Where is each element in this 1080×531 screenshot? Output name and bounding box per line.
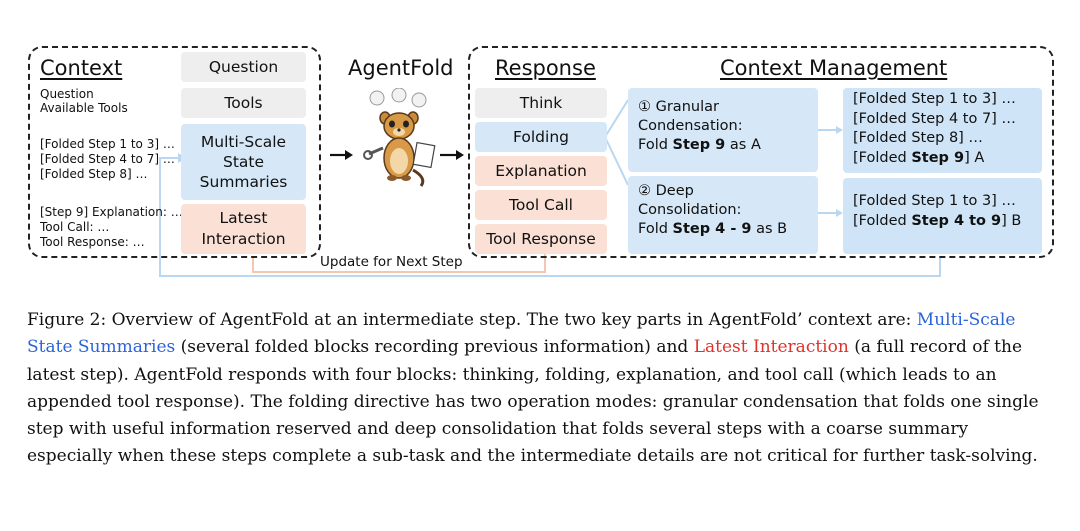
context-list-top: Question Available Tools [40,87,128,115]
agent-mascot-icon [363,88,436,187]
update-for-next-step-label: Update for Next Step [318,254,465,270]
response-heading: Response [495,56,596,80]
context-list-mid: [Folded Step 1 to 3] … [Folded Step 4 to… [40,137,175,182]
explanation-box: Explanation [475,156,607,186]
tools-box: Tools [181,88,306,118]
result-prefix: [Folded [853,213,912,229]
result-line-last: [Folded Step 9] A [853,149,1032,169]
context-line: [Folded Step 4 to 7] … [40,152,175,166]
caption-red-term: Latest Interaction [693,337,849,358]
update-loop-lines [159,99,941,277]
fold-bold: Step 4 - 9 [672,221,752,237]
context-line: [Step 9] Explanation: … [40,205,183,219]
deep-line-3: Fold Step 4 - 9 as B [638,220,808,239]
deep-result-box: [Folded Step 1 to 3] … [Folded Step 4 to… [843,178,1042,254]
tool-call-box: Tool Call [475,190,607,220]
result-line: [Folded Step 1 to 3] … [853,193,1016,209]
context-line: Tool Call: … [40,220,110,234]
context-management-heading: Context Management [720,56,948,80]
fold-suffix: as B [751,221,788,237]
granular-line-2: Condensation: [638,118,743,134]
mode-two-marker: ② [638,183,651,199]
granular-result-box: [Folded Step 1 to 3] … [Folded Step 4 to… [843,88,1042,173]
result-line: [Folded Step 8] … [853,130,983,146]
fold-suffix: as A [725,137,761,153]
folding-box: Folding [475,122,607,152]
latest-interaction-box: Latest Interaction [181,204,306,254]
fold-bold: Step 9 [672,137,726,153]
result-line: [Folded Step 4 to 7] … [853,110,1016,127]
summaries-box: Multi-Scale State Summaries [181,124,306,200]
latest-line: Latest [219,209,268,227]
caption-part-2: (several folded blocks recording previou… [175,337,694,358]
summaries-line: Summaries [199,173,288,191]
fold-prefix: Fold [638,221,673,237]
context-panel [28,46,321,258]
caption-part-1: Figure 2: Overview of AgentFold at an in… [27,310,917,330]
result-suffix: ] B [1001,213,1022,229]
summaries-line: Multi-Scale [200,133,287,151]
granular-line-1: ① Granular [638,98,808,117]
context-line: [Folded Step 8] … [40,167,148,181]
summaries-line: State [222,153,265,171]
context-line: [Folded Step 1 to 3] … [40,137,175,151]
context-list-bot: [Step 9] Explanation: … Tool Call: … Too… [40,205,183,250]
context-line: Available Tools [40,101,128,115]
latest-line: Interaction [201,230,286,248]
deep-line-1: ② Deep [638,182,808,201]
context-line: Tool Response: … [40,235,145,249]
context-line: Question [40,87,94,101]
context-heading: Context [40,56,123,80]
granular-condensation-box: ① Granular Condensation: Fold Step 9 as … [628,88,818,172]
think-box: Think [475,88,607,118]
caption-blue-term: Multi-Scale State Summaries [27,310,1016,358]
result-line: [Folded Step 1 to 3] … [853,91,1016,107]
figure-caption: Figure 2: Overview of AgentFold at an in… [27,307,1057,471]
caption-part-3: (a full record of the latest step). Agen… [27,337,1039,467]
result-prefix: [Folded [853,149,912,166]
deep-word: Deep [655,183,694,199]
granular-line-3: Fold Step 9 as A [638,136,808,155]
result-bold: Step 4 to 9 [911,213,1002,229]
mode-one-marker: ① [638,99,651,115]
agentfold-title: AgentFold [348,56,454,80]
fold-prefix: Fold [638,137,673,153]
response-panel [468,46,1054,258]
result-suffix: ] A [964,149,985,166]
question-box: Question [181,52,306,82]
result-bold: Step 9 [911,149,965,166]
deep-line-2: Consolidation: [638,202,742,218]
tool-response-box: Tool Response [475,224,607,254]
granular-word: Granular [655,99,719,115]
deep-consolidation-box: ② Deep Consolidation: Fold Step 4 - 9 as… [628,176,818,254]
result-line-last: [Folded Step 4 to 9] B [853,211,1032,231]
